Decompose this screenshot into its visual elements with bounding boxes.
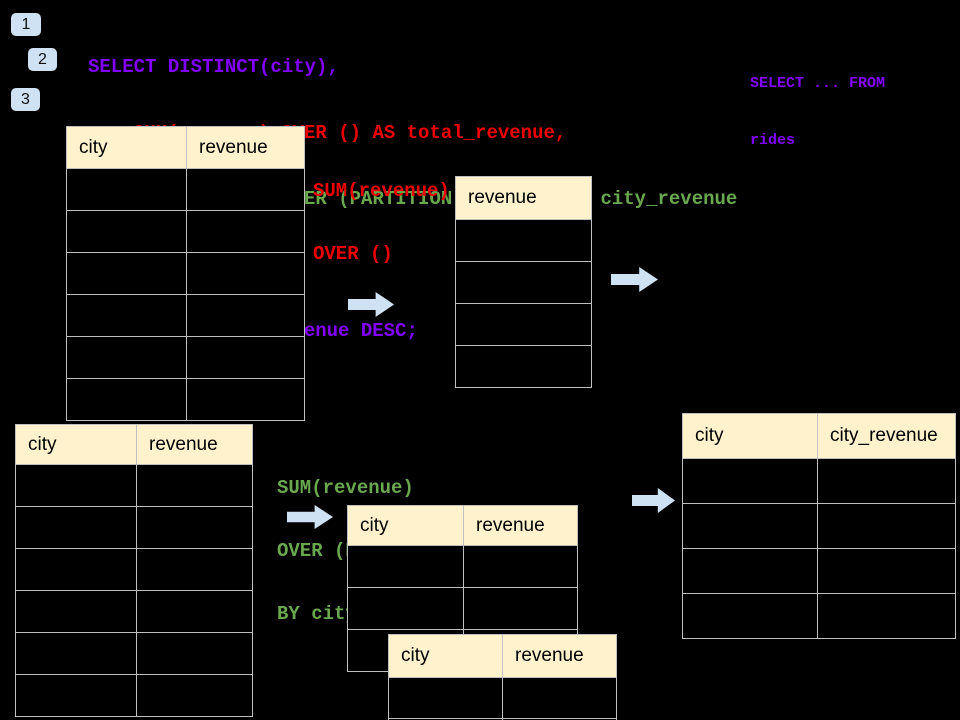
table-row [16,506,252,548]
empty-cell [136,675,252,716]
column-header-revenue: revenue [468,187,537,208]
table-total-result: revenue [455,176,592,388]
empty-cell [136,633,252,674]
empty-cell [456,262,591,303]
table-partition-overlap: city revenue [388,634,617,720]
empty-cell [817,504,955,548]
table-source-bottom: city revenue [15,424,253,717]
empty-cell [463,546,577,587]
table-row [348,587,577,629]
empty-cell [136,465,252,506]
empty-cell [186,211,304,252]
table-row [16,464,252,506]
empty-cell [817,594,955,638]
table-row [683,593,955,638]
table-row [456,219,591,261]
table-row [67,168,304,210]
table-row [16,548,252,590]
table-row [67,294,304,336]
empty-cell [186,379,304,420]
empty-cell [683,504,817,548]
table-row [389,677,616,718]
column-header-city: city [28,433,57,455]
empty-cell [67,295,186,336]
empty-cell [136,507,252,548]
empty-cell [683,549,817,593]
empty-cell [502,678,616,718]
table-header-row: city revenue [67,127,304,168]
empty-cell [67,379,186,420]
table-header-row: revenue [456,177,591,219]
column-header-city-revenue: city_revenue [817,414,955,458]
annotation-line: SUM(revenue) [277,477,414,499]
empty-cell [67,169,186,210]
table-header-row: city city_revenue [683,414,955,458]
empty-cell [817,459,955,503]
table-row [67,378,304,420]
empty-cell [817,549,955,593]
annotation-total-window: SUM(revenue) OVER () [313,139,450,307]
empty-cell [67,253,186,294]
table-header-row: city revenue [348,506,577,545]
table-row [16,632,252,674]
empty-cell [348,588,463,629]
empty-cell [683,459,817,503]
table-row [67,336,304,378]
step-badge-3: 3 [11,88,40,111]
empty-cell [67,337,186,378]
table-row [683,548,955,593]
empty-cell [186,337,304,378]
empty-cell [16,507,136,548]
empty-cell [16,549,136,590]
table-header-row: city revenue [16,425,252,464]
step-badge-1: 1 [11,13,41,36]
table-row [683,503,955,548]
column-header-revenue: revenue [136,425,252,464]
table-city-revenue-result: city city_revenue [682,413,956,639]
step-badge-2: 2 [28,48,57,71]
column-header-city: city [401,645,430,666]
column-header-revenue: revenue [502,635,616,677]
empty-cell [136,591,252,632]
column-header-city: city [79,136,108,158]
table-source-top: city revenue [66,126,305,421]
empty-cell [186,169,304,210]
side-note-line: rides [750,132,796,149]
empty-cell [456,220,591,261]
table-row [67,210,304,252]
empty-cell [463,588,577,629]
side-note-line: SELECT ... FROM [750,75,886,92]
table-row [348,545,577,587]
column-header-city: city [360,514,389,536]
empty-cell [16,675,136,716]
annotation-line: OVER () [313,243,393,265]
empty-cell [456,346,591,387]
table-row [456,345,591,387]
empty-cell [16,633,136,674]
table-header-row: city revenue [389,635,616,677]
empty-cell [348,546,463,587]
empty-cell [389,678,502,718]
empty-cell [186,295,304,336]
side-note-select-from: SELECT ... FROM rides [750,36,885,188]
empty-cell [67,211,186,252]
table-row [683,458,955,503]
empty-cell [683,594,817,638]
annotation-line: SUM(revenue) [313,180,450,202]
arrow-right-icon [632,488,675,513]
column-header-revenue: revenue [186,127,304,168]
empty-cell [456,304,591,345]
table-row [67,252,304,294]
empty-cell [16,591,136,632]
empty-cell [136,549,252,590]
empty-cell [186,253,304,294]
empty-cell [16,465,136,506]
sql-line-select: SELECT DISTINCT(city), [88,56,339,78]
column-header-city: city [695,425,724,446]
table-row [456,261,591,303]
column-header-revenue: revenue [463,506,577,545]
table-row [16,674,252,716]
table-row [456,303,591,345]
table-row [16,590,252,632]
